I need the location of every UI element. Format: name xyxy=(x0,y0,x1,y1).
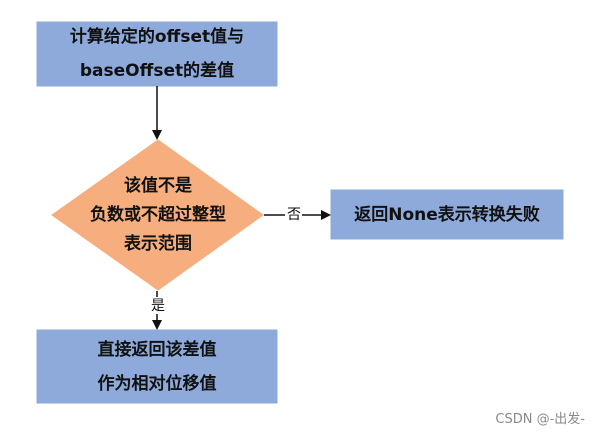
check-range-diamond xyxy=(51,139,264,291)
watermark-text: CSDN @-出发- xyxy=(495,412,585,427)
return-offset-line-2: 作为相对位移值 xyxy=(97,373,217,394)
compute-diff-line-1: 计算给定的offset值与 xyxy=(69,27,245,47)
compute-diff-text: 计算给定的offset值与 baseOffset的差值 xyxy=(37,22,277,86)
check-range-text: 该值不是 负数或不超过整型 表示范围 xyxy=(68,172,248,258)
check-range-line-1: 该值不是 xyxy=(124,175,192,196)
return-none-line-1: 返回None表示转换失败 xyxy=(354,204,540,225)
check-range-line-2: 负数或不超过整型 xyxy=(90,204,226,225)
return-none-box xyxy=(330,189,564,240)
return-offset-text: 直接返回该差值 作为相对位移值 xyxy=(37,330,277,403)
yes-edge-label: 是 xyxy=(150,298,166,314)
compute-diff-line-2: baseOffset的差值 xyxy=(79,61,235,81)
return-offset-line-1: 直接返回该差值 xyxy=(97,339,217,360)
compute-diff-box xyxy=(36,21,278,87)
check-range-line-3: 表示范围 xyxy=(124,233,192,254)
return-none-text: 返回None表示转换失败 xyxy=(331,190,563,239)
return-offset-box xyxy=(36,329,278,404)
no-edge-label: 否 xyxy=(286,207,302,223)
